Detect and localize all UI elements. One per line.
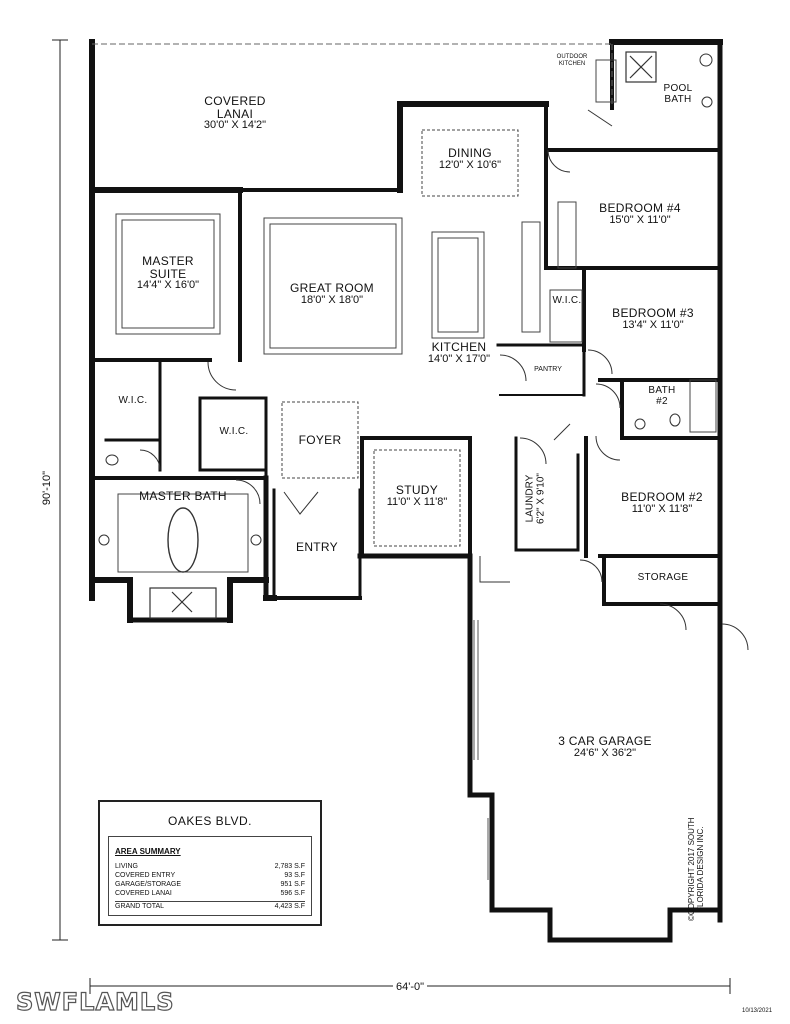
model-name: OAKES BLVD. — [168, 814, 252, 828]
area-summary-heading: AREA SUMMARY — [115, 847, 181, 856]
wic-master-left-label: W.I.C. — [118, 395, 148, 406]
watermark-logo: SWFLAMLS — [15, 987, 175, 1016]
copyright-notice: ©COPYRIGHT 2017 SOUTH FLORIDA DESIGN INC… — [686, 817, 705, 921]
master-bath-label: MASTER BATH — [139, 489, 227, 503]
entry-label: ENTRY — [296, 540, 338, 554]
bathtub-icon — [167, 507, 199, 573]
overall-width-dimension: 64'-0" — [393, 981, 428, 993]
foyer-label: FOYER — [298, 433, 342, 447]
wic-master-right-label: W.I.C. — [219, 426, 249, 437]
overall-depth-dimension: 90'-10" — [41, 470, 54, 506]
bath2-label: BATH#2 — [648, 385, 676, 407]
wic-bedroom3-label: W.I.C. — [552, 295, 582, 306]
sink-icon — [98, 534, 110, 546]
covered-lanai-label: COVERED LANAI 30'0" X 14'2" — [203, 94, 267, 132]
date-stamp: 10/13/2021 — [742, 1008, 773, 1014]
storage-label: STORAGE — [637, 572, 689, 583]
pantry-label: PANTRY — [534, 366, 562, 373]
